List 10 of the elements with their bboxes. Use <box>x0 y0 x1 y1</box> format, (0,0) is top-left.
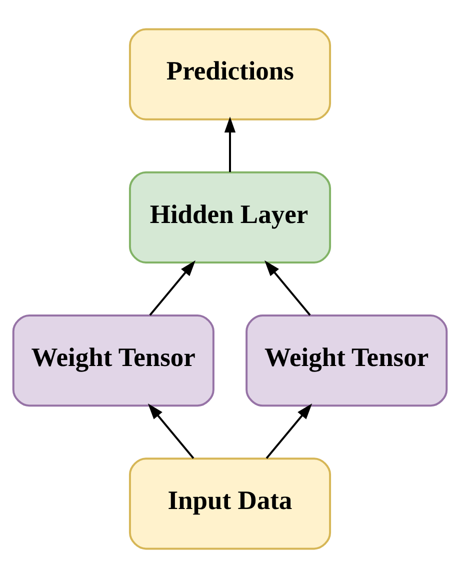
node-box: Weight Tensor <box>246 314 448 407</box>
arrow <box>266 403 312 459</box>
arrow <box>264 260 311 316</box>
node-box: Input Data <box>128 458 332 550</box>
node-box: Hidden Layer <box>128 171 332 264</box>
arrow <box>148 403 194 459</box>
node-box: Predictions <box>128 28 332 120</box>
arrow <box>149 260 196 316</box>
node-box: Weight Tensor <box>12 314 214 407</box>
arrow <box>224 116 236 172</box>
